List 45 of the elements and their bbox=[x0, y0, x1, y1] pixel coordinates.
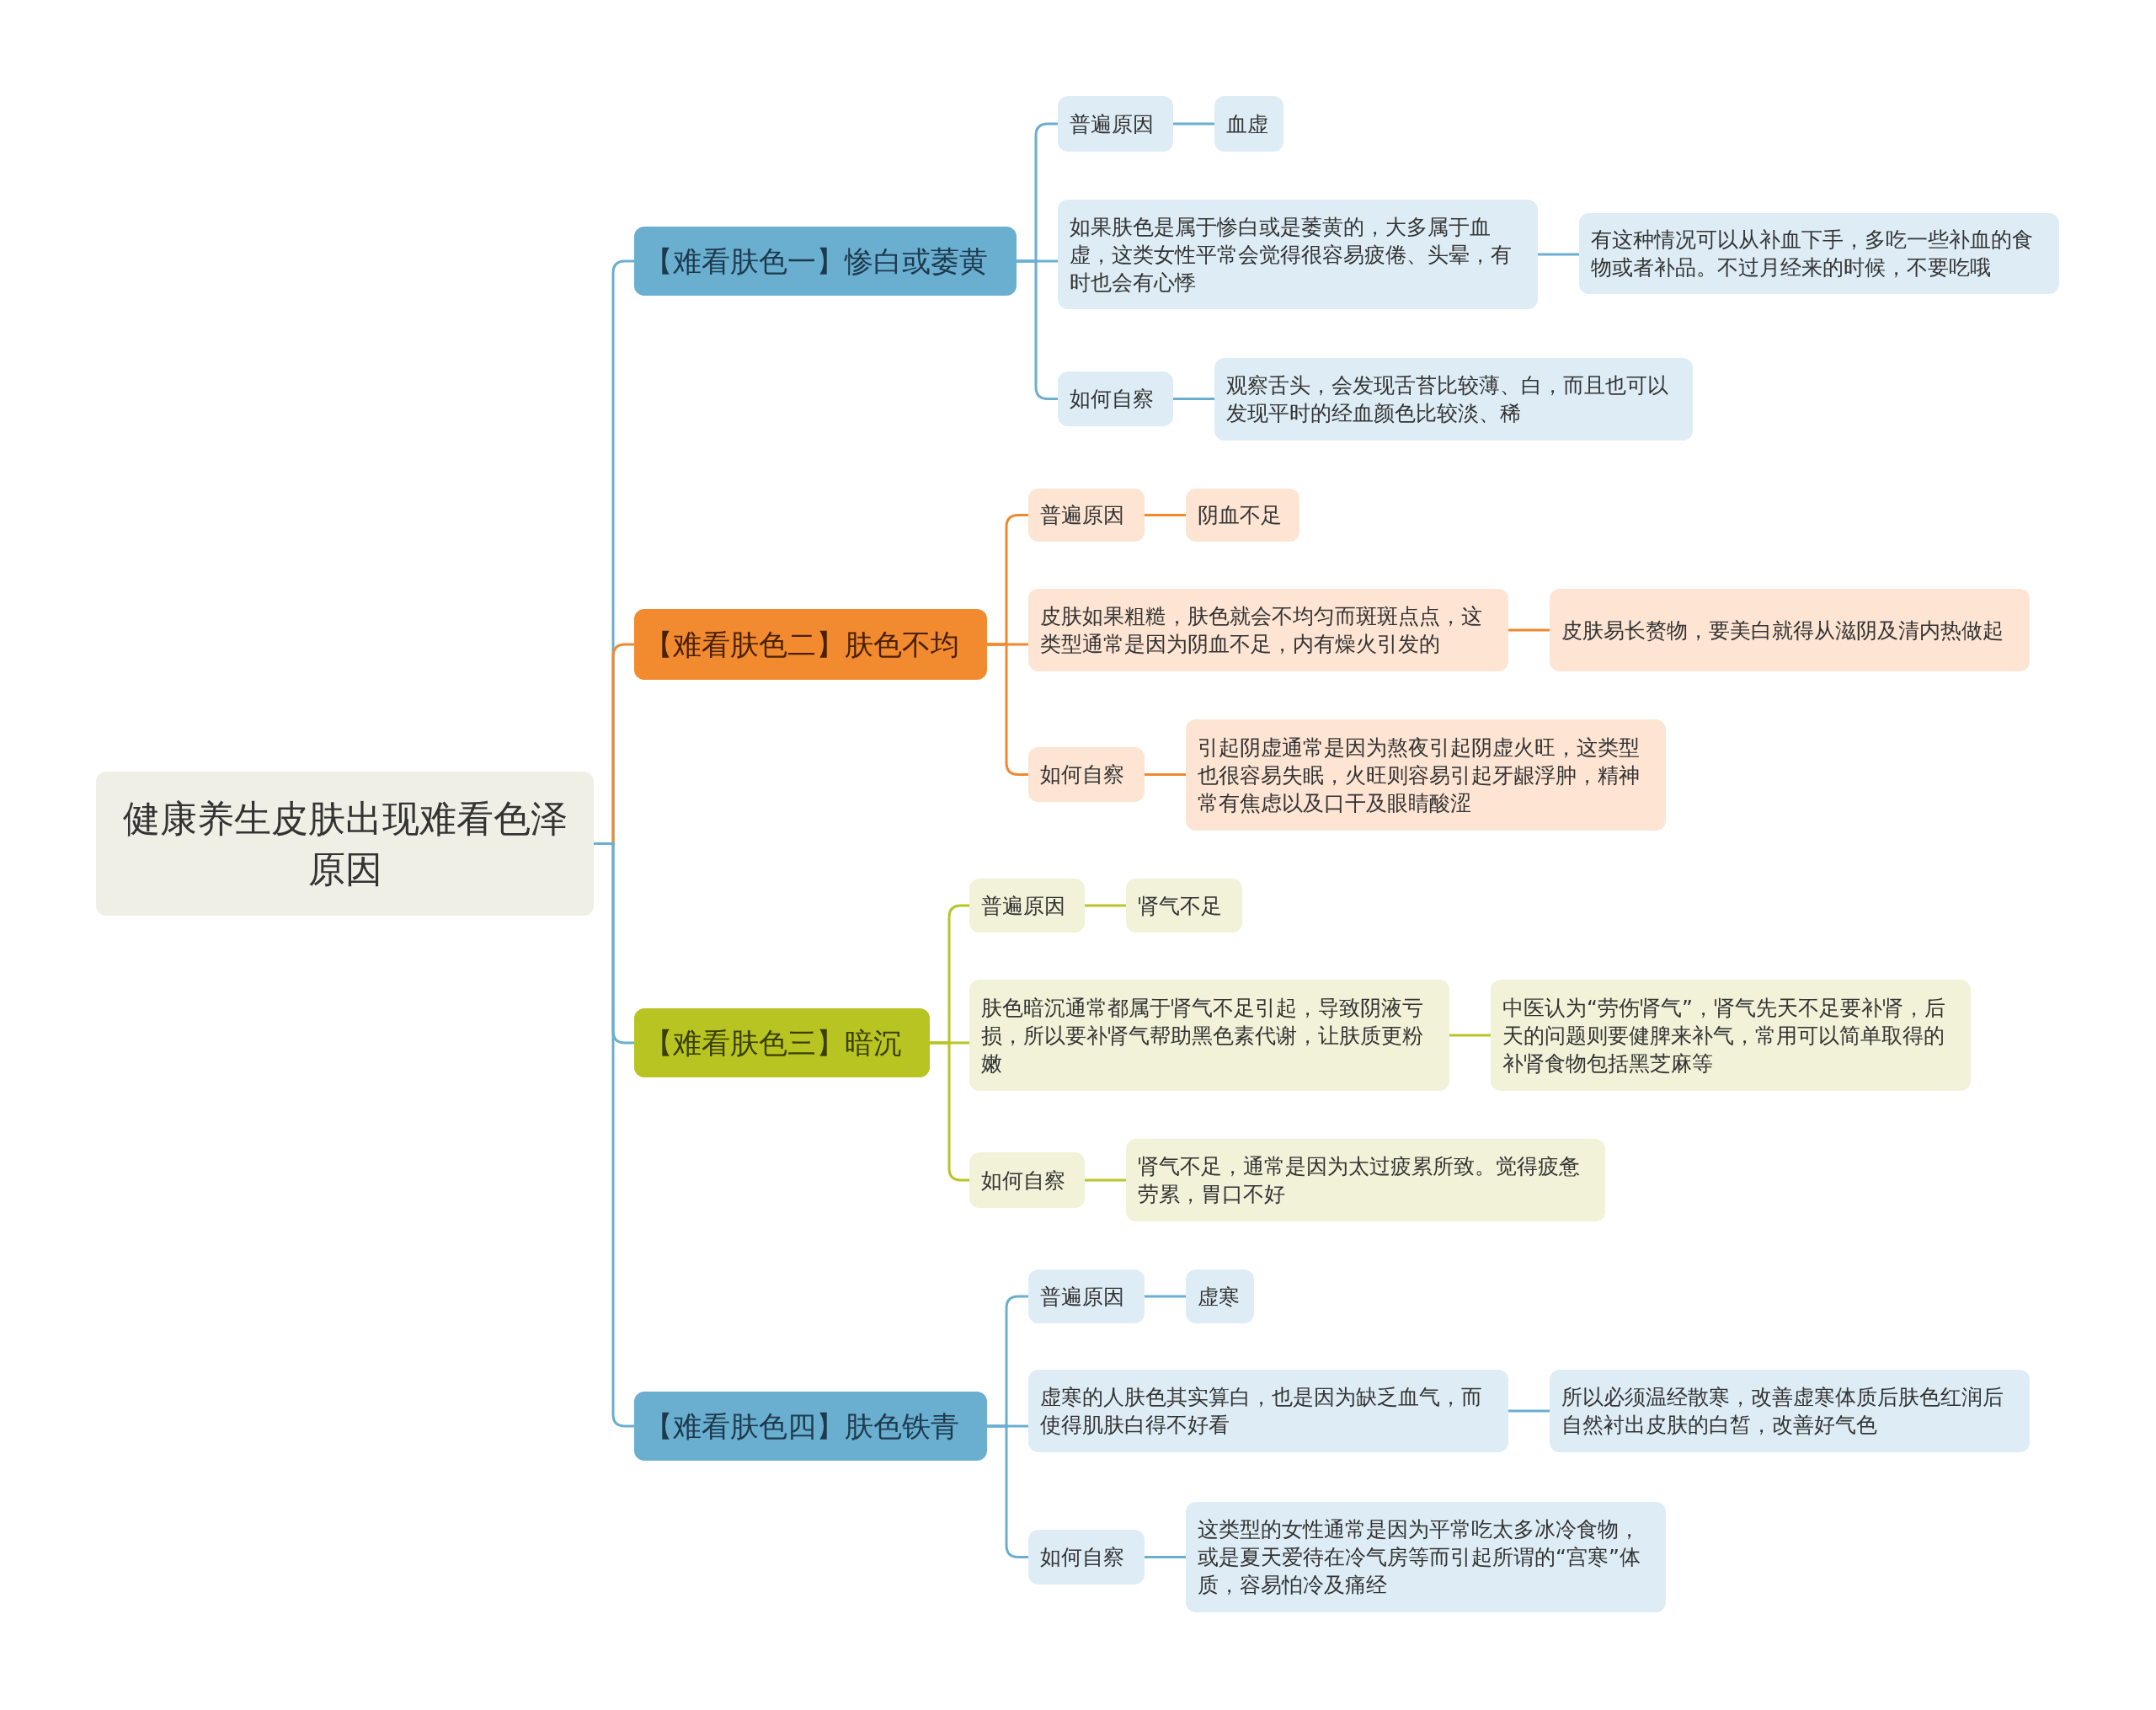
connector-line bbox=[1145, 1295, 1186, 1298]
connector-line bbox=[1508, 628, 1550, 632]
subtopic-box: 虚寒 bbox=[1186, 1269, 1254, 1323]
subtopic-box: 如果肤色是属于惨白或是萎黄的，大多属于血虚，这类女性平常会觉得很容易疲倦、头晕，有时也会有心悸 bbox=[1058, 200, 1538, 309]
connector-line bbox=[1145, 514, 1186, 516]
subtopic-box: 有这种情况可以从补血下手，多吃一些补血的食物或者补品。不过月经来的时候，不要吃哦 bbox=[1579, 213, 2059, 294]
subtopic-box: 普遍原因 bbox=[1028, 1269, 1145, 1323]
connector-line bbox=[987, 1424, 1028, 1558]
subtopic-box: 中医认为“劳伤肾气”，肾气先天不足要补肾，后天的问题则要健脾来补气，常用可以简单取得的补肾食物包括黑芝麻等 bbox=[1491, 980, 1971, 1091]
connector-line bbox=[1085, 904, 1126, 907]
subtopic-box: 普遍原因 bbox=[1028, 489, 1145, 542]
connector-line bbox=[1017, 259, 1058, 400]
subtopic-box: 所以必须温经散寒，改善虚寒体质后肤色红润后自然衬出皮肤的白皙，改善好气色 bbox=[1550, 1370, 2030, 1452]
connector-line bbox=[987, 643, 1028, 776]
branch-topic: 【难看肤色四】肤色铁青 bbox=[634, 1392, 987, 1461]
connector-line bbox=[1145, 773, 1186, 776]
subtopic-box: 血虚 bbox=[1214, 96, 1283, 152]
subtopic-box: 阴血不足 bbox=[1186, 489, 1299, 542]
connector-line bbox=[1085, 1178, 1126, 1182]
subtopic-box: 普遍原因 bbox=[1058, 96, 1173, 152]
subtopic-box: 如何自察 bbox=[1028, 1530, 1145, 1584]
central-topic: 健康养生皮肤出现难看色泽原因 bbox=[96, 772, 594, 916]
branch-topic: 【难看肤色二】肤色不均 bbox=[634, 609, 987, 680]
branch-topic: 【难看肤色三】暗沉 bbox=[634, 1008, 930, 1077]
subtopic-box: 普遍原因 bbox=[969, 879, 1085, 932]
connector-line bbox=[1173, 122, 1214, 126]
subtopic-box: 如何自察 bbox=[1058, 371, 1173, 426]
subtopic-box: 如何自察 bbox=[1028, 747, 1145, 802]
subtopic-box: 这类型的女性通常是因为平常吃太多冰冷食物，或是夏天爱待在冷气房等而引起所谓的“宫寒”体质，容易怕冷及痛经 bbox=[1186, 1502, 1666, 1612]
subtopic-box: 观察舌头，会发现舌苔比较薄、白，而且也可以发现平时的经血颜色比较淡、稀 bbox=[1214, 358, 1693, 441]
subtopic-box: 皮肤易长赘物，要美白就得从滋阴及清内热做起 bbox=[1550, 589, 2030, 671]
connector-line bbox=[1145, 1556, 1186, 1558]
connector-line bbox=[1173, 398, 1214, 400]
subtopic-box: 肾气不足 bbox=[1126, 879, 1242, 932]
connector-line bbox=[1538, 253, 1579, 256]
subtopic-box: 引起阴虚通常是因为熬夜引起阴虚火旺，这类型也很容易失眠，火旺则容易引起牙龈浮肿，精神常有焦虑以及口干及眼睛酸涩 bbox=[1186, 719, 1666, 831]
connector-line bbox=[930, 1041, 969, 1182]
subtopic-box: 肤色暗沉通常都属于肾气不足引起，导致阴液亏损，所以要补肾气帮助黑色素代谢，让肤质更粉嫩 bbox=[969, 980, 1449, 1091]
connector-line bbox=[1449, 1034, 1491, 1037]
subtopic-box: 如何自察 bbox=[969, 1152, 1085, 1208]
subtopic-box: 虚寒的人肤色其实算白，也是因为缺乏血气，而使得肌肤白得不好看 bbox=[1028, 1370, 1508, 1452]
subtopic-box: 皮肤如果粗糙，肤色就会不均匀而斑斑点点，这类型通常是因为阴血不足，内有燥火引发的 bbox=[1028, 589, 1508, 671]
subtopic-box: 肾气不足，通常是因为太过疲累所致。觉得疲惫劳累，胃口不好 bbox=[1126, 1139, 1605, 1221]
branch-topic: 【难看肤色一】惨白或萎黄 bbox=[634, 227, 1017, 296]
connector-line bbox=[1508, 1409, 1550, 1413]
